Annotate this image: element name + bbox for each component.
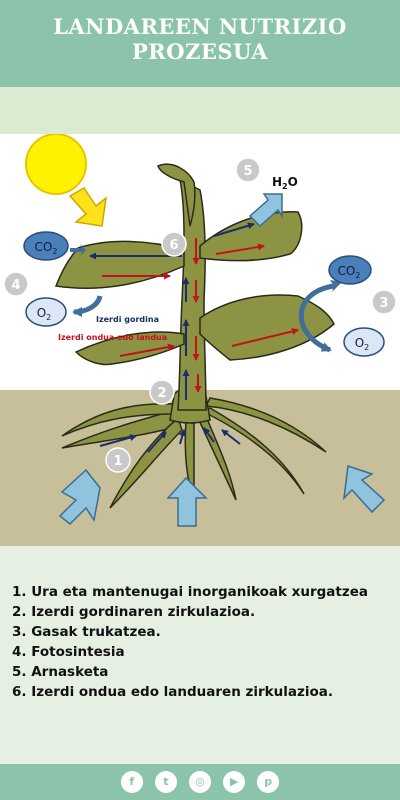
leaf-top bbox=[157, 163, 196, 227]
svg-text:O2: O2 bbox=[37, 306, 52, 322]
title-line-2: PROZESUA bbox=[132, 39, 268, 64]
gas-exchange-arrow-icon bbox=[298, 283, 335, 353]
transpiration-arrow-icon bbox=[248, 193, 283, 228]
marker-2-text: 2 bbox=[157, 386, 166, 401]
marker-5 bbox=[235, 157, 261, 183]
co2-left-text: CO bbox=[35, 240, 53, 254]
leaf-lower-left bbox=[74, 331, 185, 366]
svg-text:O2: O2 bbox=[355, 336, 370, 352]
header-band bbox=[0, 87, 400, 134]
marker-5-text: 5 bbox=[243, 164, 252, 179]
marker-1-text: 1 bbox=[113, 454, 122, 469]
twitter-icon[interactable]: t bbox=[154, 771, 177, 793]
legend: 1. Ura eta mantenugai inorganikoak xurga… bbox=[0, 546, 400, 764]
elaborated-sap-arrows bbox=[102, 238, 299, 393]
legend-item: 4. Fotosintesia bbox=[12, 644, 125, 660]
legend-item: 1. Ura eta mantenugai inorganikoak xurga… bbox=[12, 584, 368, 600]
step-markers bbox=[3, 157, 397, 473]
o2-left-text: O bbox=[37, 306, 46, 320]
marker-6 bbox=[161, 231, 187, 257]
header: LANDAREEN NUTRIZIO PROZESUA bbox=[0, 0, 400, 87]
marker-3-text: 3 bbox=[379, 296, 388, 311]
leaf-upper-right bbox=[199, 211, 303, 262]
svg-text:CO2: CO2 bbox=[35, 240, 58, 256]
o2-left-badge bbox=[25, 297, 67, 327]
legend-item: 3. Gasak trukatzea. bbox=[12, 624, 161, 640]
marker-3 bbox=[371, 289, 397, 315]
legend-item: 6. Izerdi ondua edo landuaren zirkulazio… bbox=[12, 684, 333, 700]
absorption-arrow-center-icon bbox=[166, 476, 208, 527]
water-absorption-arrows bbox=[58, 464, 386, 527]
social-links: f t ◎ ▶ p bbox=[0, 771, 400, 793]
marker-6-text: 6 bbox=[169, 238, 178, 253]
co2-to-leaf-pointer-icon bbox=[70, 244, 86, 256]
marker-4-text: 4 bbox=[11, 278, 20, 293]
co2-right-text: CO bbox=[338, 264, 356, 278]
facebook-icon[interactable]: f bbox=[120, 771, 143, 793]
sun-icon bbox=[25, 134, 87, 195]
co2-right-badge bbox=[328, 255, 372, 285]
marker-2 bbox=[149, 379, 175, 405]
raw-sap-arrows bbox=[89, 222, 255, 453]
svg-text:CO2: CO2 bbox=[338, 264, 361, 280]
instagram-icon[interactable]: ◎ bbox=[189, 771, 211, 793]
sun-ray-arrow-icon bbox=[68, 187, 108, 227]
raw-sap-label: Izerdi gordina bbox=[96, 315, 159, 324]
pinterest-icon[interactable]: p bbox=[257, 771, 280, 793]
absorption-arrow-left-icon bbox=[58, 468, 101, 526]
co2-left-badge bbox=[23, 231, 69, 261]
marker-1 bbox=[105, 447, 131, 473]
legend-item: 2. Izerdi gordinaren zirkulazioa. bbox=[12, 604, 256, 620]
footer: f t ◎ ▶ p bbox=[0, 764, 400, 800]
elaborated-sap-label: Izerdi ondua edo landua bbox=[58, 333, 167, 342]
legend-list: 1. Ura eta mantenugai inorganikoak xurga… bbox=[12, 582, 368, 702]
plant-nutrition-diagram: CO2 O2 CO2 O2 H2O Izerdi gordina Izerdi … bbox=[0, 134, 400, 546]
title-line-1: LANDAREEN NUTRIZIO bbox=[53, 14, 347, 39]
absorption-arrow-right-icon bbox=[342, 464, 386, 514]
youtube-icon[interactable]: ▶ bbox=[223, 771, 246, 793]
page-title: LANDAREEN NUTRIZIO PROZESUA bbox=[0, 14, 400, 64]
legend-item: 5. Arnasketa bbox=[12, 664, 109, 680]
h2o-label: H2O bbox=[272, 175, 298, 191]
o2-right-badge bbox=[343, 327, 385, 357]
o2-right-text: O bbox=[355, 336, 364, 350]
marker-4 bbox=[3, 271, 29, 297]
photosynthesis-arrow-icon bbox=[72, 295, 103, 317]
